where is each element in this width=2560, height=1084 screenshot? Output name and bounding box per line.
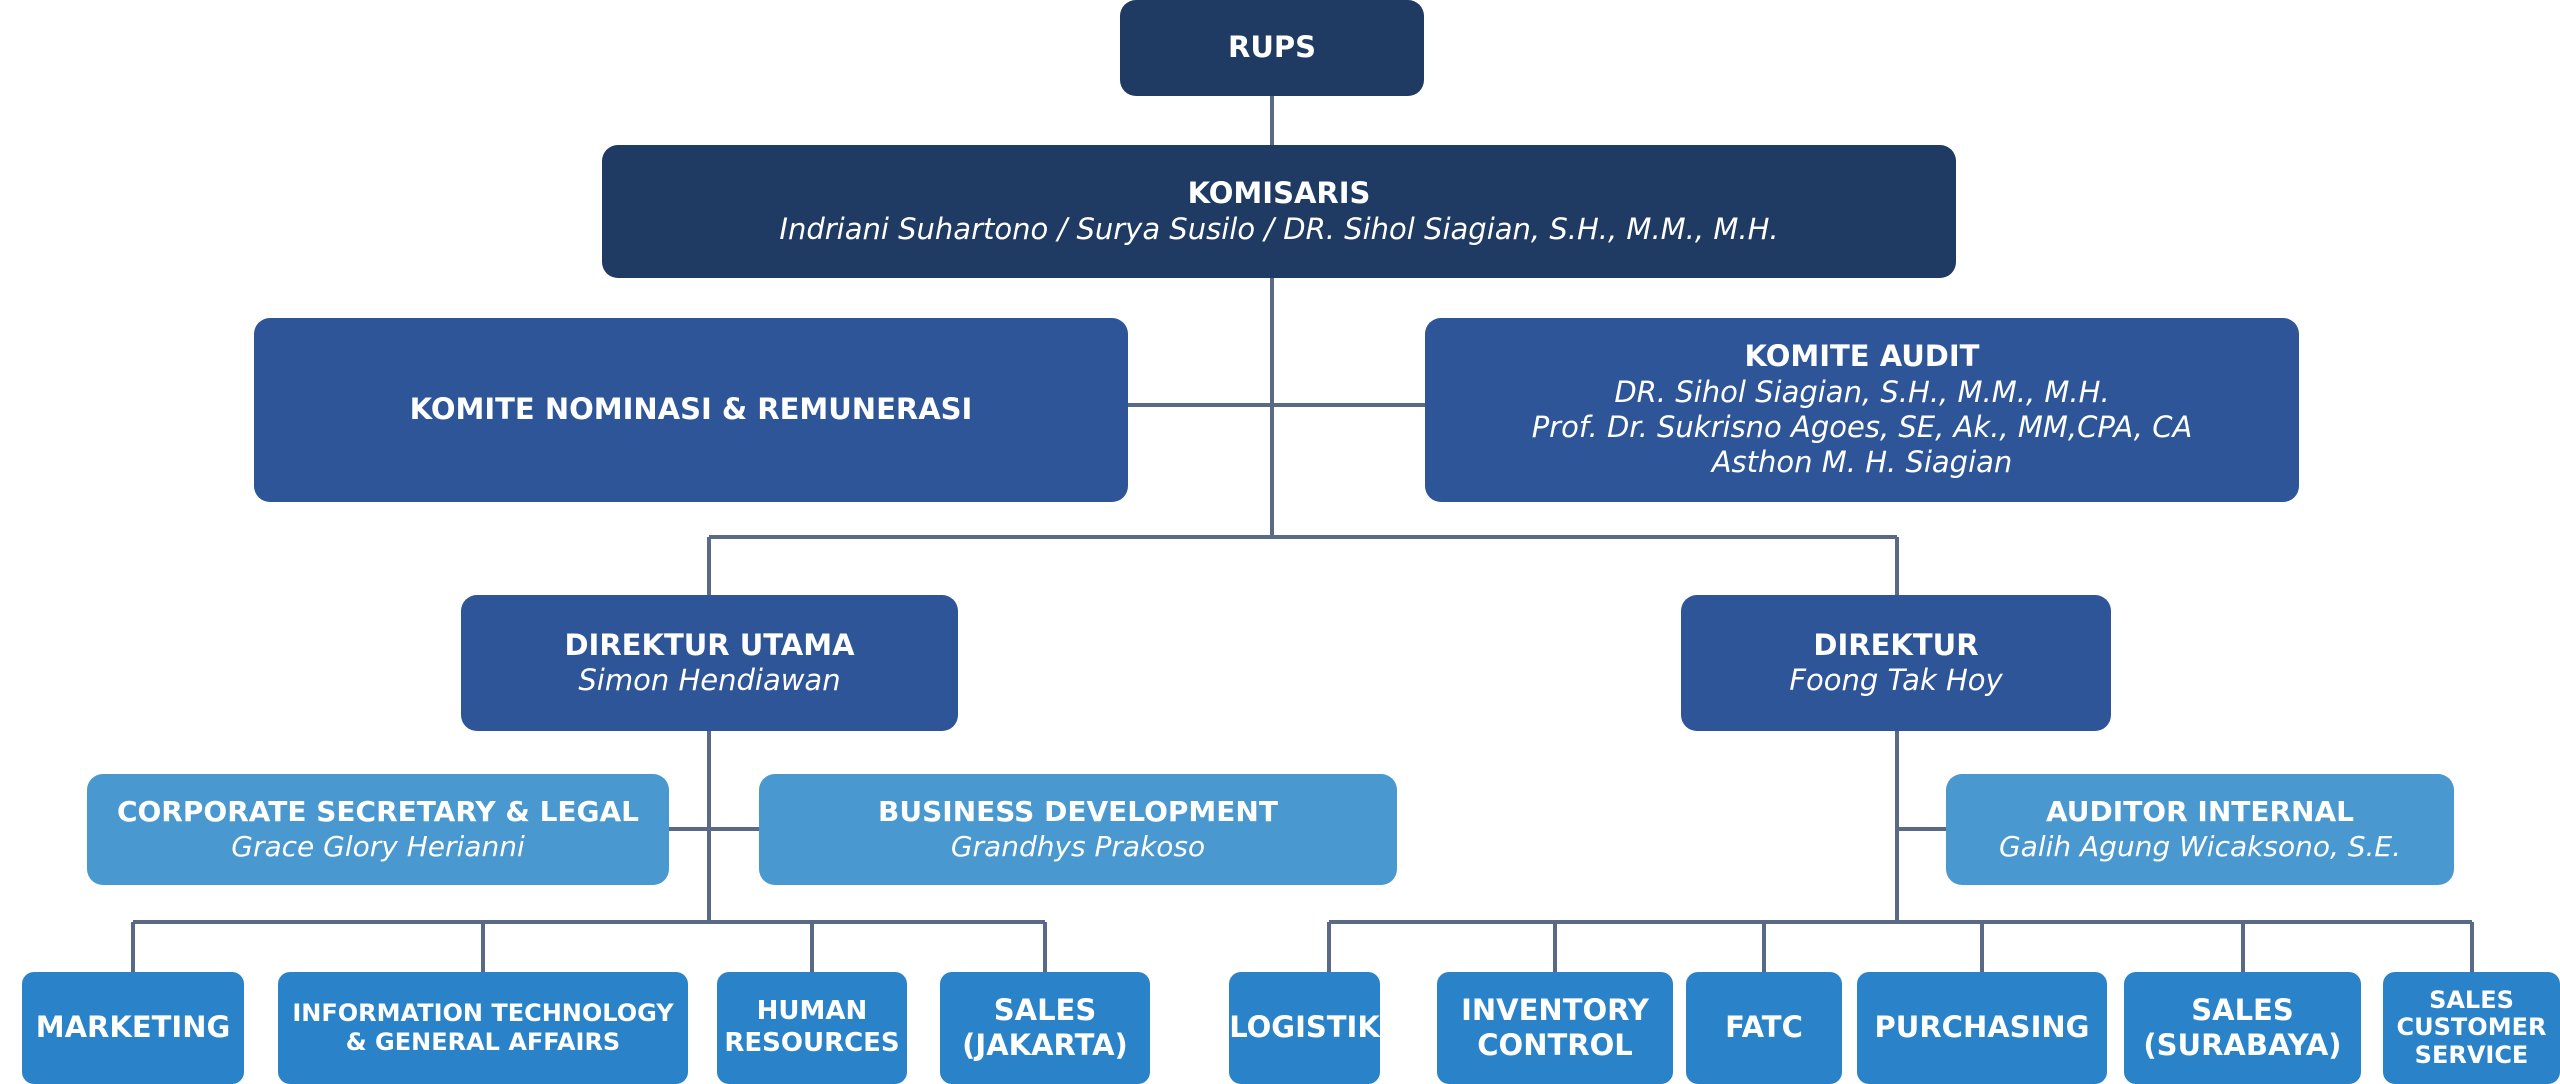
- auditor-internal-box: AUDITOR INTERNAL Galih Agung Wicaksono, …: [1946, 774, 2454, 885]
- department-sales-surabaya: SALES (SURABAYA): [2124, 972, 2361, 1084]
- department-label: SALES CUSTOMER SERVICE: [2396, 985, 2547, 1069]
- department-logistik: LOGISTIK: [1229, 972, 1380, 1084]
- department-label: MARKETING: [35, 1010, 231, 1045]
- komite-audit-box: KOMITE AUDIT DR. Sihol Siagian, S.H., M.…: [1425, 318, 2299, 502]
- direktur-title: DIREKTUR: [1813, 627, 1979, 662]
- department-label: LOGISTIK: [1229, 1010, 1380, 1045]
- business-development-title: BUSINESS DEVELOPMENT: [878, 795, 1278, 829]
- corporate-secretary-title: CORPORATE SECRETARY & LEGAL: [116, 795, 640, 829]
- department-fatc: FATC: [1686, 972, 1842, 1084]
- rups-box: RUPS: [1120, 0, 1424, 96]
- department-label: HUMAN RESOURCES: [724, 996, 900, 1058]
- komite-audit-member: Asthon M. H. Siagian: [1711, 445, 2013, 480]
- department-label: SALES (JAKARTA): [962, 992, 1128, 1062]
- auditor-internal-name: Galih Agung Wicaksono, S.E.: [1998, 829, 2402, 863]
- department-label: SALES (SURABAYA): [2143, 992, 2342, 1062]
- komite-audit-member: DR. Sihol Siagian, S.H., M.M., M.H.: [1614, 374, 2110, 409]
- direktur-utama-title: DIREKTUR UTAMA: [564, 627, 855, 662]
- rups-title: RUPS: [1227, 30, 1317, 65]
- department-information-technology: INFORMATION TECHNOLOGY & GENERAL AFFAIRS: [278, 972, 688, 1084]
- corporate-secretary-box: CORPORATE SECRETARY & LEGAL Grace Glory …: [87, 774, 669, 885]
- direktur-box: DIREKTUR Foong Tak Hoy: [1681, 595, 2111, 731]
- department-human-resources: HUMAN RESOURCES: [717, 972, 907, 1084]
- komite-audit-title: KOMITE AUDIT: [1744, 339, 1980, 374]
- connector-left-departments: [131, 920, 1047, 974]
- department-sales-jakarta: SALES (JAKARTA): [940, 972, 1150, 1084]
- komisaris-box: KOMISARIS Indriani Suhartono / Surya Sus…: [602, 145, 1956, 278]
- business-development-box: BUSINESS DEVELOPMENT Grandhys Prakoso: [759, 774, 1397, 885]
- komisaris-title: KOMISARIS: [1187, 176, 1371, 211]
- department-purchasing: PURCHASING: [1857, 972, 2107, 1084]
- auditor-internal-title: AUDITOR INTERNAL: [2046, 795, 2354, 829]
- komite-audit-member: Prof. Dr. Sukrisno Agoes, SE, Ak., MM,CP…: [1531, 410, 2193, 444]
- department-label: INVENTORY CONTROL: [1461, 992, 1649, 1062]
- department-label: PURCHASING: [1874, 1010, 2090, 1045]
- komite-nominasi-box: KOMITE NOMINASI & REMUNERASI: [254, 318, 1128, 502]
- direktur-utama-box: DIREKTUR UTAMA Simon Hendiawan: [461, 595, 958, 731]
- department-sales-customer-service: SALES CUSTOMER SERVICE: [2383, 972, 2560, 1084]
- direktur-name: Foong Tak Hoy: [1789, 663, 2003, 697]
- komite-nominasi-title: KOMITE NOMINASI & REMUNERASI: [409, 392, 973, 427]
- direktur-utama-name: Simon Hendiawan: [578, 663, 841, 697]
- department-inventory-control: INVENTORY CONTROL: [1437, 972, 1673, 1084]
- department-marketing: MARKETING: [22, 972, 244, 1084]
- corporate-secretary-name: Grace Glory Herianni: [231, 829, 525, 863]
- komisaris-members: Indriani Suhartono / Surya Susilo / DR. …: [779, 211, 1779, 246]
- department-label: FATC: [1725, 1010, 1803, 1045]
- connector-right-departments: [1327, 920, 2474, 974]
- business-development-name: Grandhys Prakoso: [950, 829, 1206, 863]
- department-label: INFORMATION TECHNOLOGY & GENERAL AFFAIRS: [292, 998, 674, 1056]
